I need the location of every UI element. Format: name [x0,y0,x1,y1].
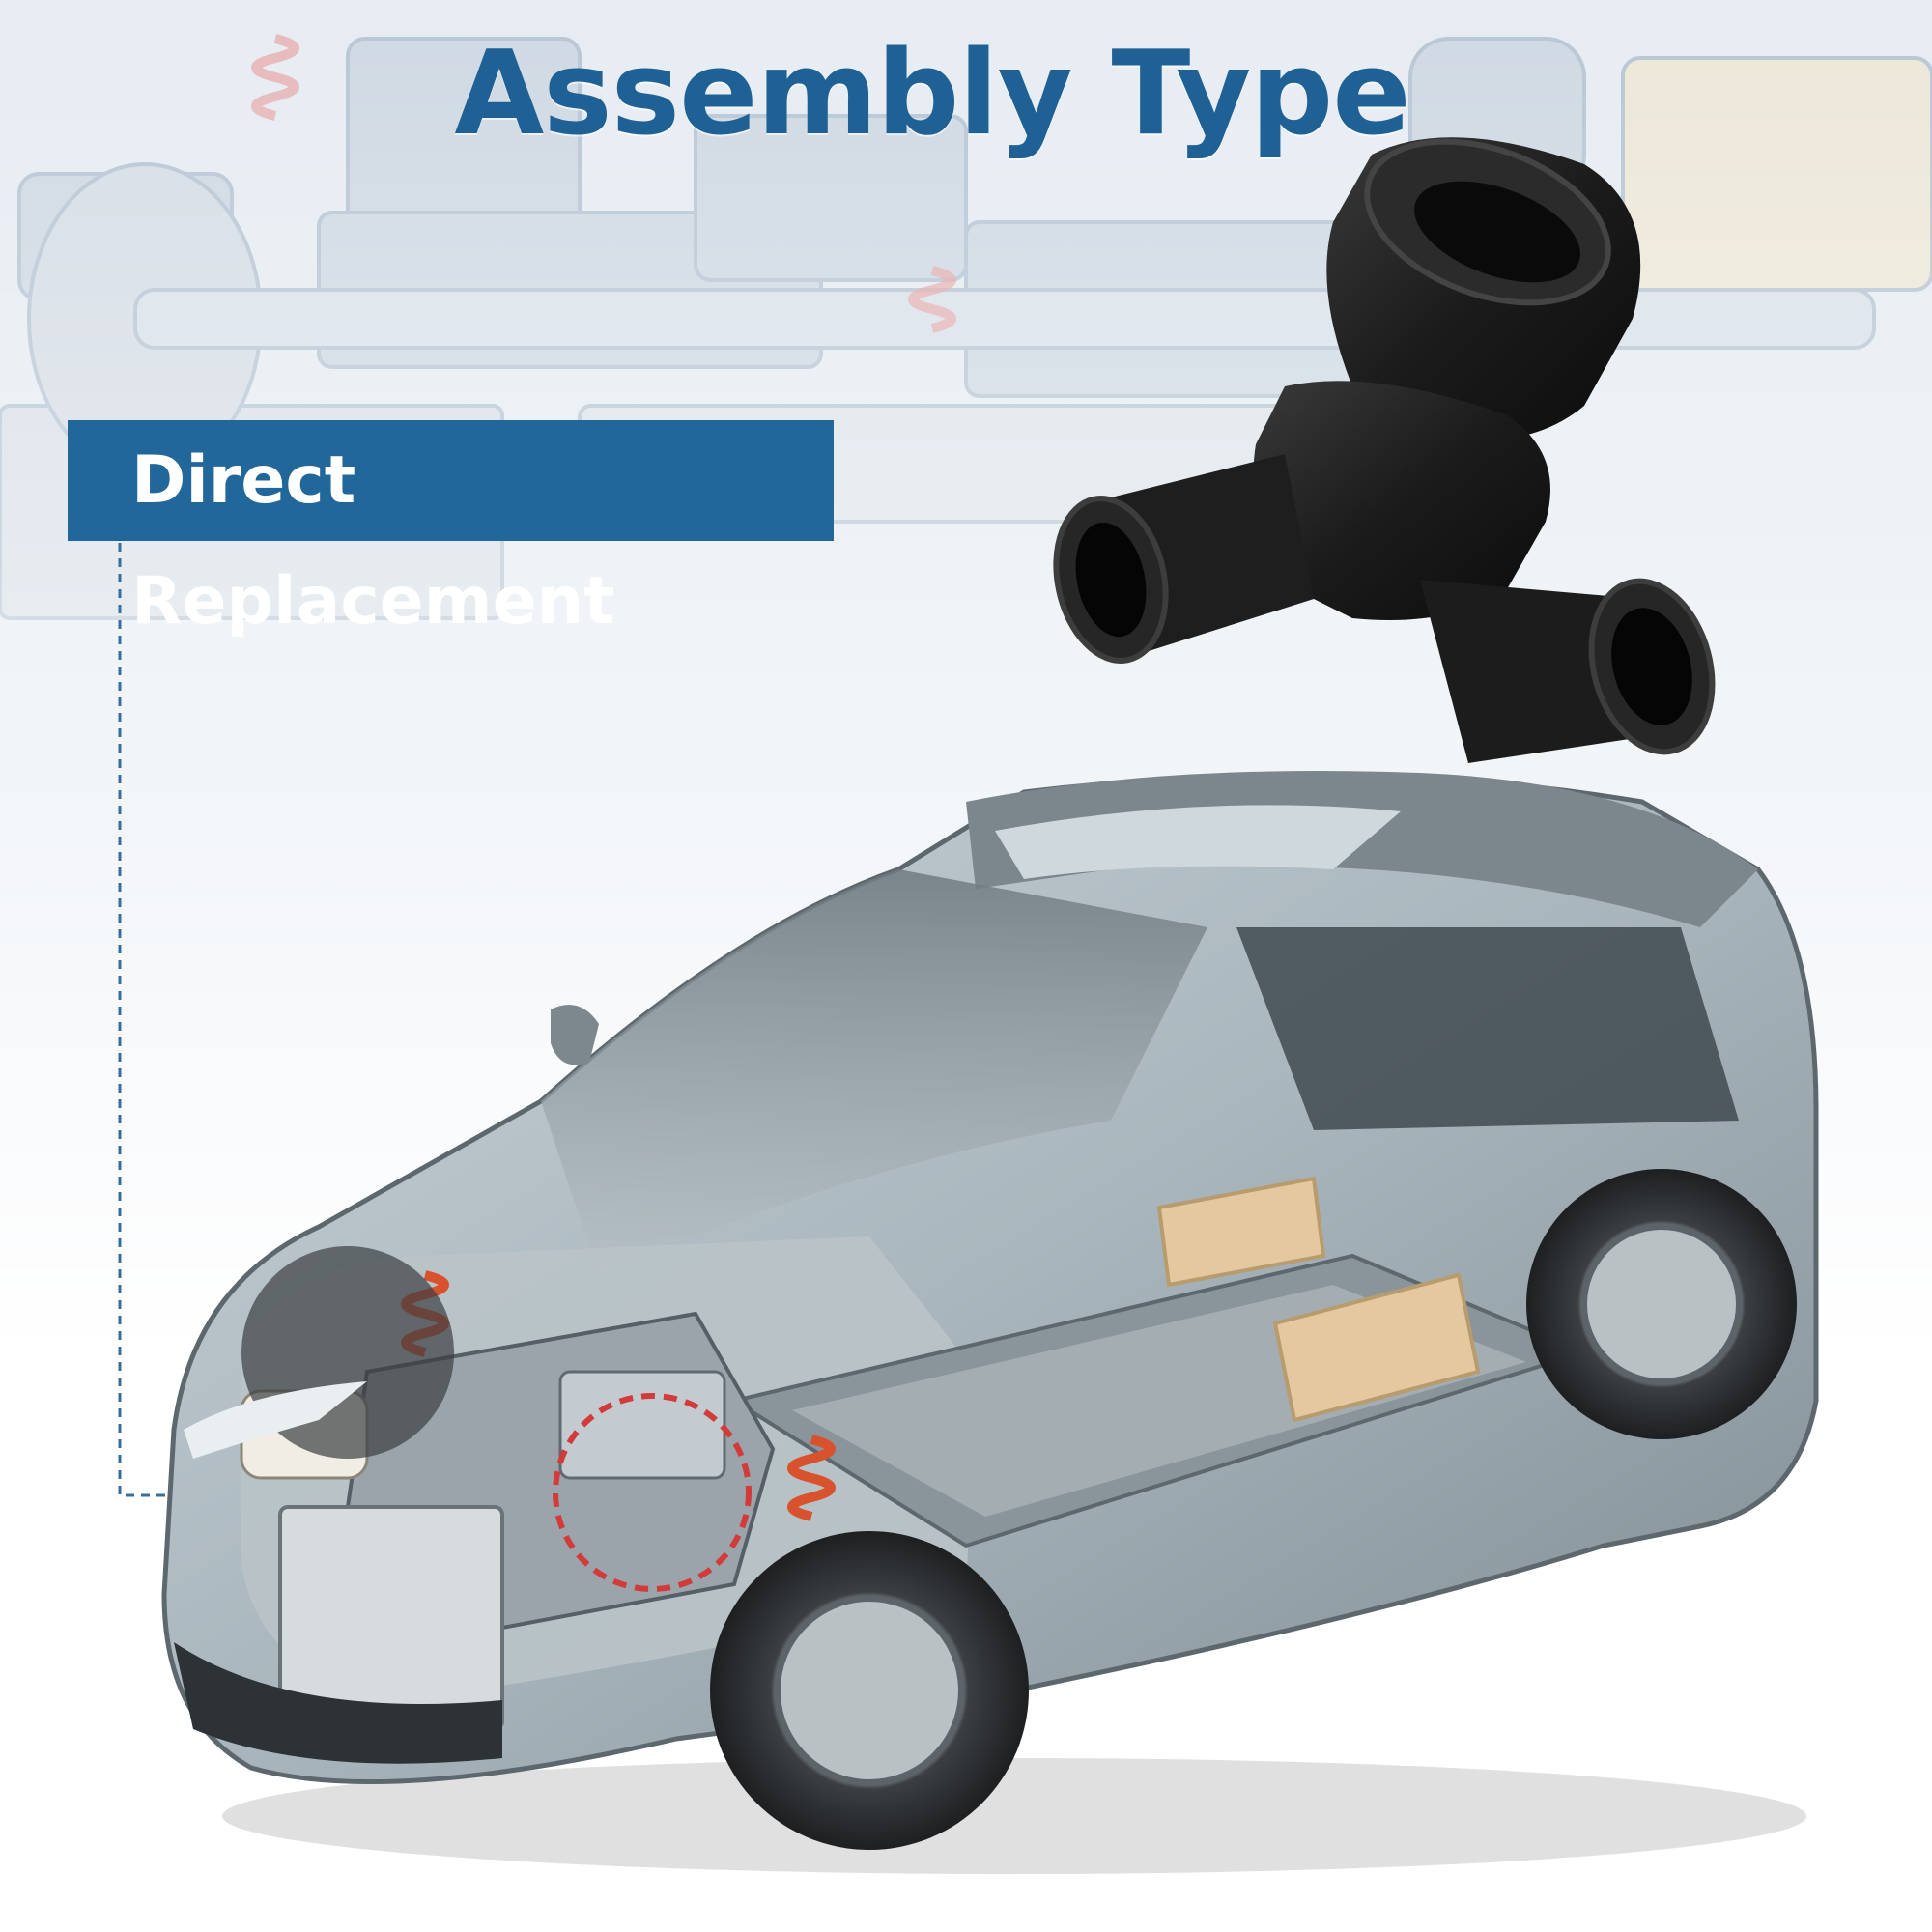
direct-replacement-badge: Direct Replacement [68,420,834,639]
page-title: Assembly Type [454,27,1410,161]
